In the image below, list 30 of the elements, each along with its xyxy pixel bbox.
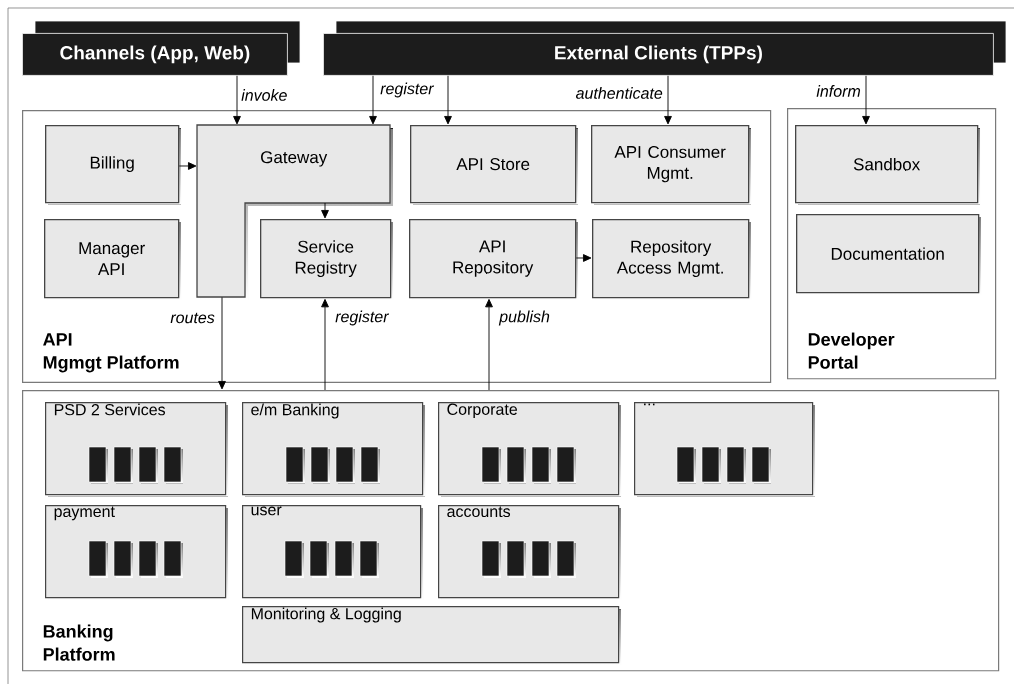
- component-box: Manager API: [44, 219, 181, 300]
- edge-label: register: [334, 309, 390, 327]
- header-banner: Channels (App, Web): [22, 20, 301, 76]
- arrow: [321, 298, 329, 391]
- service-box: Monitoring & Logging: [242, 606, 621, 665]
- edge-label: inform: [815, 84, 862, 98]
- header-banner: External Clients (TPPs): [323, 20, 1007, 76]
- arrow: [485, 298, 493, 391]
- component-box: API Consumer Mgmt.: [591, 125, 751, 205]
- edge-label: register: [379, 81, 435, 99]
- edge-label: routes: [169, 311, 216, 325]
- arrow: [664, 75, 672, 125]
- arrow: [321, 202, 329, 219]
- component-box: Service Registry: [260, 219, 393, 300]
- edge-label: publish: [498, 309, 551, 327]
- component-box: Repository Access Mgmt.: [592, 219, 751, 300]
- arrow: [862, 75, 870, 125]
- arrow: [444, 75, 452, 125]
- edge-label: invoke: [240, 88, 289, 102]
- arrow: [369, 75, 377, 125]
- component-box: API Repository: [409, 219, 578, 300]
- component-box: Sandbox: [795, 125, 980, 205]
- arrow: [218, 296, 226, 390]
- component-box: Documentation: [796, 214, 981, 295]
- arrow: [233, 75, 241, 125]
- component-box: API Store: [410, 125, 578, 205]
- arrow: [178, 162, 197, 170]
- edge-label: authenticate: [574, 86, 664, 100]
- arrow: [575, 254, 592, 262]
- component-box: Billing: [45, 125, 181, 205]
